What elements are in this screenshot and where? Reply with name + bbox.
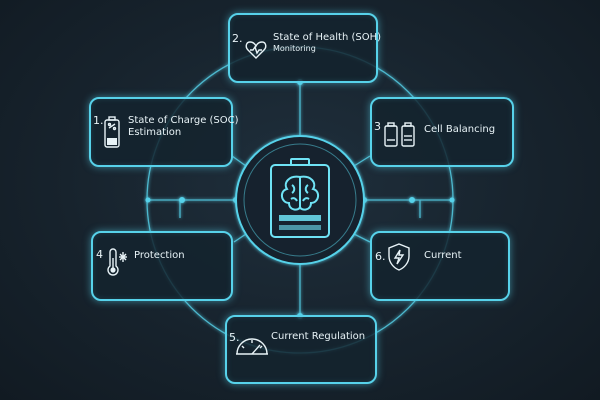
node-protection-title: Protection [134,250,185,261]
shield-lightning-icon [388,243,410,271]
node-protection-number: 4 [96,248,103,261]
node-soh [228,13,378,83]
node-protection-label: Protection [134,250,185,262]
node-current-number: 6. [375,250,386,263]
node-current-label: Current [424,250,462,262]
node-current-regulation-label: Current Regulation [271,331,365,343]
node-cell-balancing-number: 3 [374,120,381,133]
node-soh-label: State of Health (SOH) Monitoring [273,32,381,54]
node-current-regulation-title: Current Regulation [271,331,366,342]
node-cell-balancing-label: Cell Balancing [424,124,495,136]
node-current-title: Current [424,250,462,261]
node-soc-number: 1. [93,114,104,127]
node-soc-label: State of Charge (SOC) Estimation [128,115,239,139]
node-current-regulation [225,315,377,384]
node-soh-subtitle: Monitoring [273,44,316,53]
node-current-regulation-number: 5. [229,331,240,344]
node-cell-balancing [370,97,514,167]
node-cell-balancing-title: Cell Balancing [424,124,496,135]
battery-brain-icon [270,158,330,238]
node-protection [91,231,233,301]
thermometer-icon [107,248,127,276]
node-soc-title: State of Charge (SOC) [128,115,239,126]
node-soc [89,97,233,167]
heartbeat-battery-icon [245,41,267,59]
battery-percent-icon [104,116,120,148]
gauge-icon [236,338,268,355]
dual-battery-icon [384,122,415,147]
node-soh-number: 2. [232,32,243,45]
node-soh-title: State of Health (SOH) [273,32,382,43]
node-soc-subtitle: Estimation [128,127,182,138]
